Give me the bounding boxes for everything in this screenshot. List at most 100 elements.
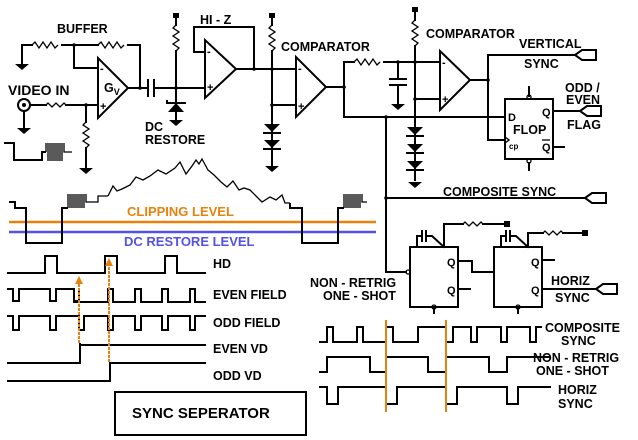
flop-d-pin: D	[508, 112, 516, 124]
odd-even-label-1: ODD /	[565, 81, 600, 95]
composite-sync-line: COMPOSITE SYNC	[385, 185, 607, 204]
diode	[407, 127, 423, 135]
resistor-bias	[171, 24, 181, 52]
flop-cp-pin: cp	[509, 142, 518, 151]
one-shot-2-qbar: Q	[531, 285, 540, 297]
filter-capacitor	[389, 61, 407, 105]
signal-label-even-field: EVEN FIELD	[213, 288, 287, 302]
resistor-shunt	[81, 121, 91, 149]
resistor-filter	[353, 57, 381, 67]
diode	[407, 144, 423, 152]
diode	[407, 161, 423, 169]
resistor-timing-2	[542, 230, 564, 236]
comparator-1-stage: COMPARATOR - +	[263, 13, 419, 273]
zener-diode	[168, 103, 184, 112]
composite-label-2: SYNC	[561, 334, 596, 348]
comparator-2-opamp	[439, 48, 472, 113]
odd-even-label-2: EVEN	[566, 93, 600, 107]
horiz-label-1: HORIZ	[558, 383, 597, 397]
odd-field-signal-trace	[7, 315, 206, 331]
arrow-up-icon	[75, 276, 83, 284]
dc-restore-label-1: DC	[145, 120, 163, 134]
oneshot-label-2: ONE - SHOT	[536, 364, 609, 378]
one-shot-2-body	[493, 246, 543, 308]
flop-qbar-pin: Q	[542, 142, 551, 154]
odd-even-label-3: FLAG	[567, 118, 601, 132]
odd-vd-signal-trace	[7, 362, 206, 382]
arrow-up-icon	[105, 258, 113, 266]
hd-signal-trace	[7, 255, 206, 274]
buffer-label: BUFFER	[57, 22, 108, 36]
flip-flop: D Q Q FLOP cp ODD / EVEN FLAG	[504, 81, 602, 171]
diode	[264, 124, 280, 132]
ground-icon	[391, 104, 405, 110]
one-shot-1-body	[409, 246, 459, 308]
clipping-level-label: CLIPPING LEVEL	[127, 204, 234, 219]
one-shot-signal-trace	[319, 356, 551, 373]
composite-sync-label: COMPOSITE SYNC	[443, 185, 556, 199]
comparator-2-stage: COMPARATOR - + VERTICAL SYNC	[406, 7, 597, 188]
even-vd-signal-trace	[7, 343, 206, 364]
signal-label-hd: HD	[213, 257, 231, 271]
video-signal-trace	[9, 201, 68, 244]
resistor-input	[45, 102, 67, 108]
horiz-sync-signal-trace	[319, 386, 551, 405]
ground-icon	[169, 120, 183, 126]
hi-z-stage: HI - Z - +	[193, 13, 297, 101]
buffer-stage: BUFFER - + GV VIDEO IN	[4, 22, 206, 174]
resistor-ref-2	[410, 19, 420, 47]
op-minus: -	[298, 63, 302, 75]
title-box: SYNC SEPERATOR	[114, 391, 307, 436]
resistor-timing-1	[462, 221, 484, 227]
op-minus: -	[207, 46, 211, 58]
diode	[264, 140, 280, 148]
resistor-ref-1	[267, 24, 277, 52]
hi-z-opamp	[204, 37, 238, 101]
one-shot-2-q: Q	[531, 257, 540, 269]
op-plus: +	[298, 101, 304, 113]
dc-restore-stage: DC RESTORE	[145, 13, 205, 147]
horiz-sync-label-1: HORIZ	[551, 274, 590, 288]
horiz-sync-output-port[interactable]	[594, 283, 618, 295]
timing-diagram-left: HD EVEN FIELD ODD FIELD EVEN VD ODD VD	[7, 255, 287, 383]
timing-diagram-right: COMPOSITE SYNC NON - RETRIG ONE - SHOT H…	[319, 320, 620, 412]
one-shot-1-qbar: Q	[447, 285, 456, 297]
vertical-sync-label-1: VERTICAL	[519, 37, 582, 51]
signal-label-odd-vd: ODD VD	[213, 369, 262, 383]
ground-icon	[79, 168, 93, 174]
horiz-label-2: SYNC	[558, 397, 593, 411]
op-minus: -	[442, 57, 446, 69]
vertical-sync-label-2: SYNC	[524, 57, 559, 71]
op-plus: +	[100, 101, 106, 113]
vertical-sync-output-port[interactable]	[573, 49, 597, 61]
oneshot-label-1: NON - RETRIG	[533, 351, 619, 365]
hi-z-label: HI - Z	[200, 13, 232, 27]
op-plus: +	[207, 82, 213, 94]
op-plus: +	[442, 94, 448, 106]
diagram-title: SYNC SEPERATOR	[132, 405, 270, 422]
video-in-label: VIDEO IN	[8, 82, 69, 98]
one-shot-1-q: Q	[447, 257, 456, 269]
resistor-feedback	[97, 40, 125, 50]
ground-icon	[265, 166, 279, 172]
horiz-sync-label-2: SYNC	[555, 291, 590, 305]
flop-label: FLOP	[513, 123, 546, 137]
comparator-1-label: COMPARATOR	[281, 40, 370, 54]
comparator-2-label: COMPARATOR	[426, 27, 515, 41]
video-level-waveform: CLIPPING LEVEL DC RESTORE LEVEL	[9, 157, 376, 249]
signal-label-odd-field: ODD FIELD	[213, 316, 280, 330]
flop-q-pin: Q	[542, 107, 551, 119]
odd-even-flag-output-port[interactable]	[578, 105, 602, 117]
dc-restore-level-label: DC RESTORE LEVEL	[124, 234, 255, 249]
composite-sync-output-port[interactable]	[583, 192, 607, 204]
ground-icon	[408, 182, 422, 188]
ground-icon	[17, 128, 31, 134]
non-retrig-label-2: ONE - SHOT	[323, 289, 396, 303]
buffer-opamp	[97, 55, 130, 121]
ground-icon	[15, 64, 29, 70]
op-minus: -	[100, 63, 104, 75]
dc-restore-label-2: RESTORE	[145, 133, 205, 147]
comparator-1-opamp	[295, 54, 328, 120]
